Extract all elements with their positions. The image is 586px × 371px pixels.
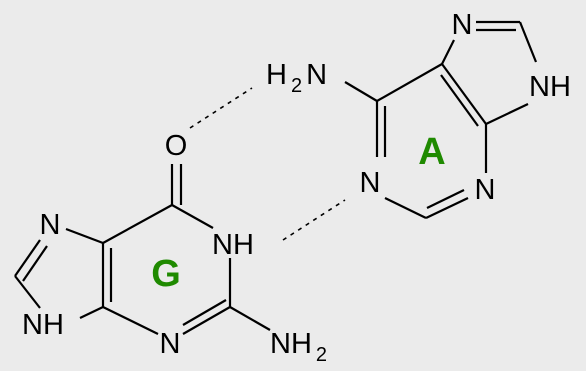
adenine-molecule: H 2 N N NH N N A — [266, 9, 571, 219]
bond-c5-n7 — [441, 39, 455, 65]
guanine-atom-n2: NH 2 — [270, 328, 327, 366]
adenine-ring-label: A — [418, 131, 445, 173]
bond-c8-n9 — [518, 21, 538, 63]
adenine-atom-n6-n: N — [306, 59, 327, 91]
guanine-atom-o6: O — [165, 130, 188, 162]
guanine-atom-n7: N — [40, 209, 61, 241]
bond-c8-n9 — [14, 275, 41, 309]
bond-c4-n3 — [102, 306, 159, 335]
bond-c6-c5 — [376, 63, 443, 102]
guanine-molecule: O NH N NH N NH 2 G — [14, 130, 327, 366]
bond-c2-n2 — [229, 306, 271, 331]
adenine-atom-n3: N — [475, 174, 496, 206]
bond-n1-c2 — [384, 197, 427, 219]
guanine-atom-n9h: NH — [22, 309, 64, 341]
bond-n3-c2 — [182, 306, 231, 335]
adenine-atom-n1: N — [360, 167, 381, 199]
guanine-atom-n3: N — [160, 328, 181, 360]
bond-c4-c5-inner — [440, 74, 479, 127]
hydrogen-bond-n1h-n1 — [282, 199, 346, 241]
bond-n7-c8-double — [22, 245, 48, 282]
bond-c6-n6 — [344, 81, 378, 102]
bond-c6-c5 — [102, 204, 173, 244]
hydrogen-bond-o6-n6h — [189, 87, 253, 129]
guanine-ring-label: G — [151, 253, 181, 295]
bond-c6-n1 — [171, 204, 214, 229]
adenine-atom-n6: H 2 N — [266, 59, 327, 97]
adenine-atom-n7: N — [452, 9, 473, 41]
adenine-atom-n9h: NH — [529, 71, 571, 103]
guanine-atom-n2-subscript: 2 — [316, 344, 327, 366]
bond-n3-c2-double — [182, 299, 227, 326]
bond-n7-c8 — [14, 239, 41, 277]
adenine-atom-n6-h: H — [266, 59, 287, 91]
bond-n9-c4 — [79, 306, 104, 319]
bond-c4-c5 — [441, 63, 487, 125]
bond-n9-c4 — [485, 103, 529, 125]
adenine-atom-n6-subscript: 2 — [291, 75, 302, 97]
bond-c2-n3-double — [426, 189, 465, 209]
guanine-atom-n2-main: NH — [270, 328, 312, 360]
guanine-atom-n1h: NH — [212, 229, 254, 261]
bond-c5-n7 — [65, 227, 104, 245]
bond-c2-n3 — [425, 197, 469, 219]
